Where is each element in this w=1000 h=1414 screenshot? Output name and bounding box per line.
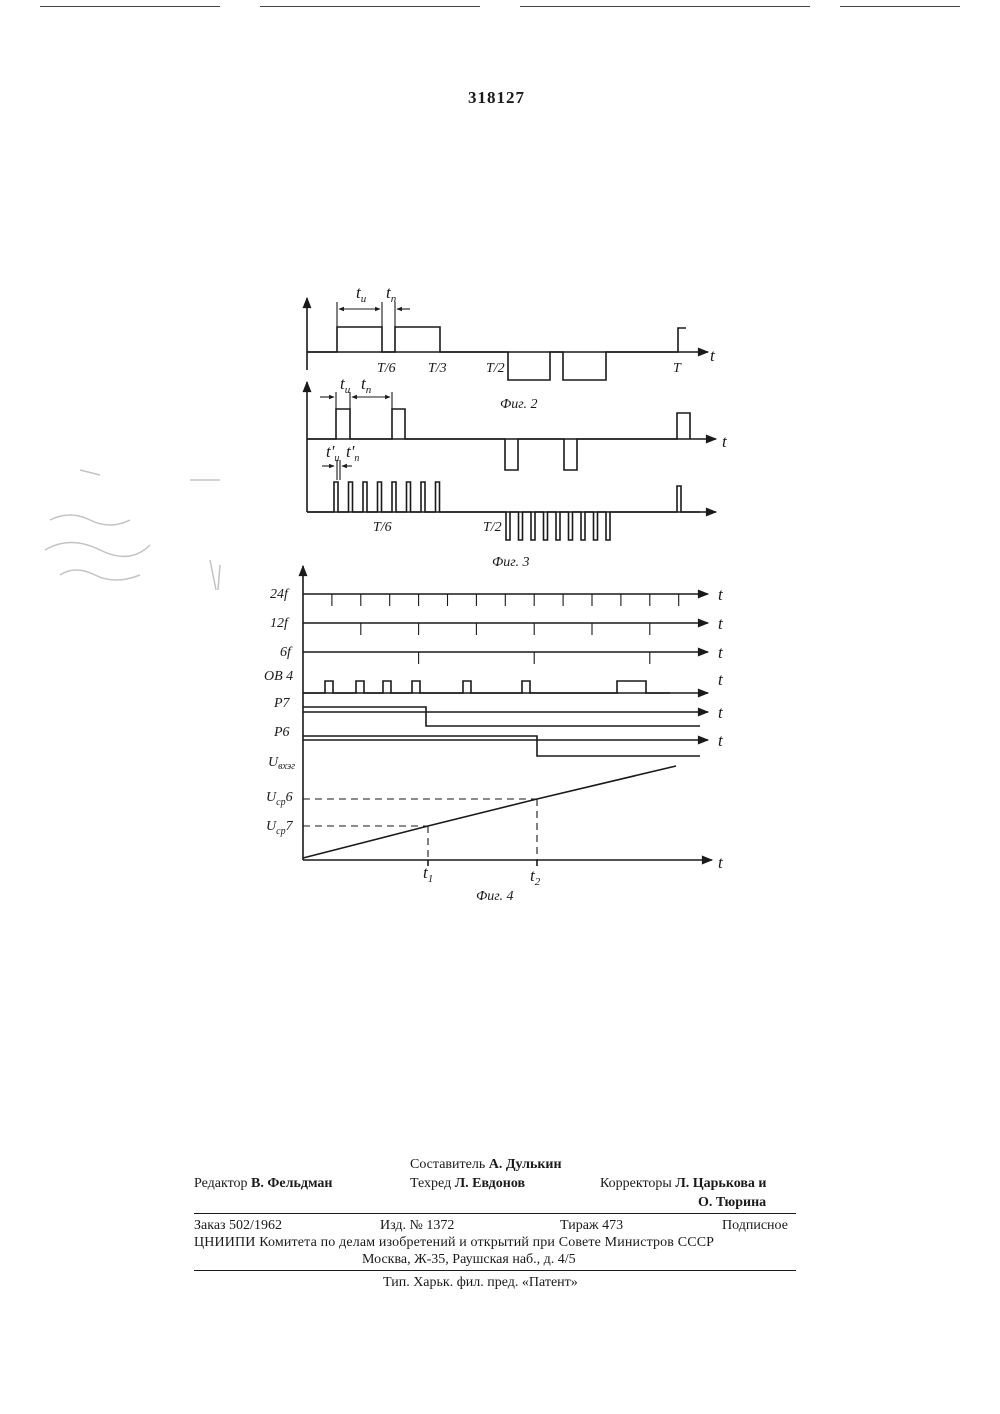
fig3-label-tp: tп <box>361 374 372 396</box>
fig2-label-t: t <box>710 346 716 365</box>
t-p6: t <box>718 731 724 750</box>
print-run: Тираж 473 <box>560 1218 623 1234</box>
correctors-label: Корректоры <box>600 1176 672 1191</box>
fig3-label-tu: tи <box>340 374 351 396</box>
correctors-line-2: О. Тюрина <box>698 1195 766 1211</box>
fig3-label-T2: T/2 <box>483 520 502 535</box>
t-24f: t <box>718 585 724 604</box>
row-label-ov4: ОВ 4 <box>264 669 293 684</box>
fig3-lower-waveform <box>307 482 700 540</box>
editor-line: Редактор В. Фельдман <box>194 1176 332 1192</box>
row-p7-waveform <box>303 707 700 726</box>
row-24f-ticks <box>332 594 679 606</box>
fig3-label-tp2: t'п <box>346 442 359 464</box>
imprint-rule-top <box>194 1213 796 1214</box>
edition-number: Изд. № 1372 <box>380 1218 454 1234</box>
compiler-label: Составитель <box>410 1157 485 1172</box>
row-label-6f: 6f <box>280 645 293 660</box>
fig2-caption: Фиг. 2 <box>500 397 538 412</box>
fig2-label-T6: T/6 <box>377 361 396 376</box>
row-ov4-waveform <box>303 681 670 693</box>
order-number: Заказ 502/1962 <box>194 1218 282 1234</box>
editor-name: В. Фельдман <box>251 1176 332 1191</box>
figure-4: 24f 12f 6f ОВ 4 Р7 Р6 Uвхэг Uср6 Uср7 t1… <box>264 566 724 904</box>
fig2-label-tp: tп <box>386 283 397 305</box>
row-label-p6: Р6 <box>273 725 290 740</box>
techred-label: Техред <box>410 1176 451 1191</box>
t-p7: t <box>718 703 724 722</box>
t-12f: t <box>718 614 724 633</box>
t-ramp: t <box>718 853 724 872</box>
fig2-label-tu: tи <box>356 283 367 305</box>
t-6f: t <box>718 643 724 662</box>
faded-stamp-mark <box>40 460 260 620</box>
fig4-caption: Фиг. 4 <box>476 889 514 904</box>
row-6f-ticks <box>419 652 650 664</box>
fig2-label-T3: T/3 <box>428 361 447 376</box>
fig4-label-ucp6: Uср6 <box>266 790 293 808</box>
fig3-label-t: t <box>722 432 728 451</box>
fig2-label-T: T <box>673 361 682 376</box>
organization-line: ЦНИИПИ Комитета по делам изобретений и о… <box>194 1235 714 1251</box>
compiler-line: Составитель А. Дулькин <box>410 1157 562 1173</box>
compiler-name: А. Дулькин <box>489 1157 562 1172</box>
fig4-label-t1: t1 <box>423 863 433 885</box>
fig3-upper-waveform <box>307 409 690 470</box>
imprint-rule-bottom <box>194 1270 796 1271</box>
row-label-24f: 24f <box>270 587 290 602</box>
ramp-line <box>303 766 676 858</box>
row-p6-waveform <box>303 736 700 756</box>
fig4-ylabel: Uвхэг <box>268 755 295 772</box>
fig3-caption: Фиг. 3 <box>492 555 530 570</box>
subscription: Подписное <box>722 1218 788 1234</box>
row-label-p7: Р7 <box>273 696 291 711</box>
address-line: Москва, Ж-35, Раушская наб., д. 4/5 <box>362 1252 576 1268</box>
techred-line: Техред Л. Евдонов <box>410 1176 525 1192</box>
correctors-names-1: Л. Царькова и <box>675 1176 766 1191</box>
correctors-names-2: О. Тюрина <box>698 1195 766 1210</box>
printer-line: Тип. Харьк. фил. пред. «Патент» <box>383 1275 578 1291</box>
techred-name: Л. Евдонов <box>455 1176 525 1191</box>
row-12f-ticks <box>361 623 650 635</box>
fig3-label-tu2: t'и <box>326 442 339 464</box>
fig4-label-ucp7: Uср7 <box>266 819 294 837</box>
row-label-12f: 12f <box>270 616 290 631</box>
correctors-line: Корректоры Л. Царькова и <box>600 1176 766 1192</box>
fig4-label-t2: t2 <box>530 866 541 888</box>
fig3-label-T6: T/6 <box>373 520 392 535</box>
t-ov4: t <box>718 670 724 689</box>
editor-label: Редактор <box>194 1176 248 1191</box>
fig2-label-T2: T/2 <box>486 361 505 376</box>
